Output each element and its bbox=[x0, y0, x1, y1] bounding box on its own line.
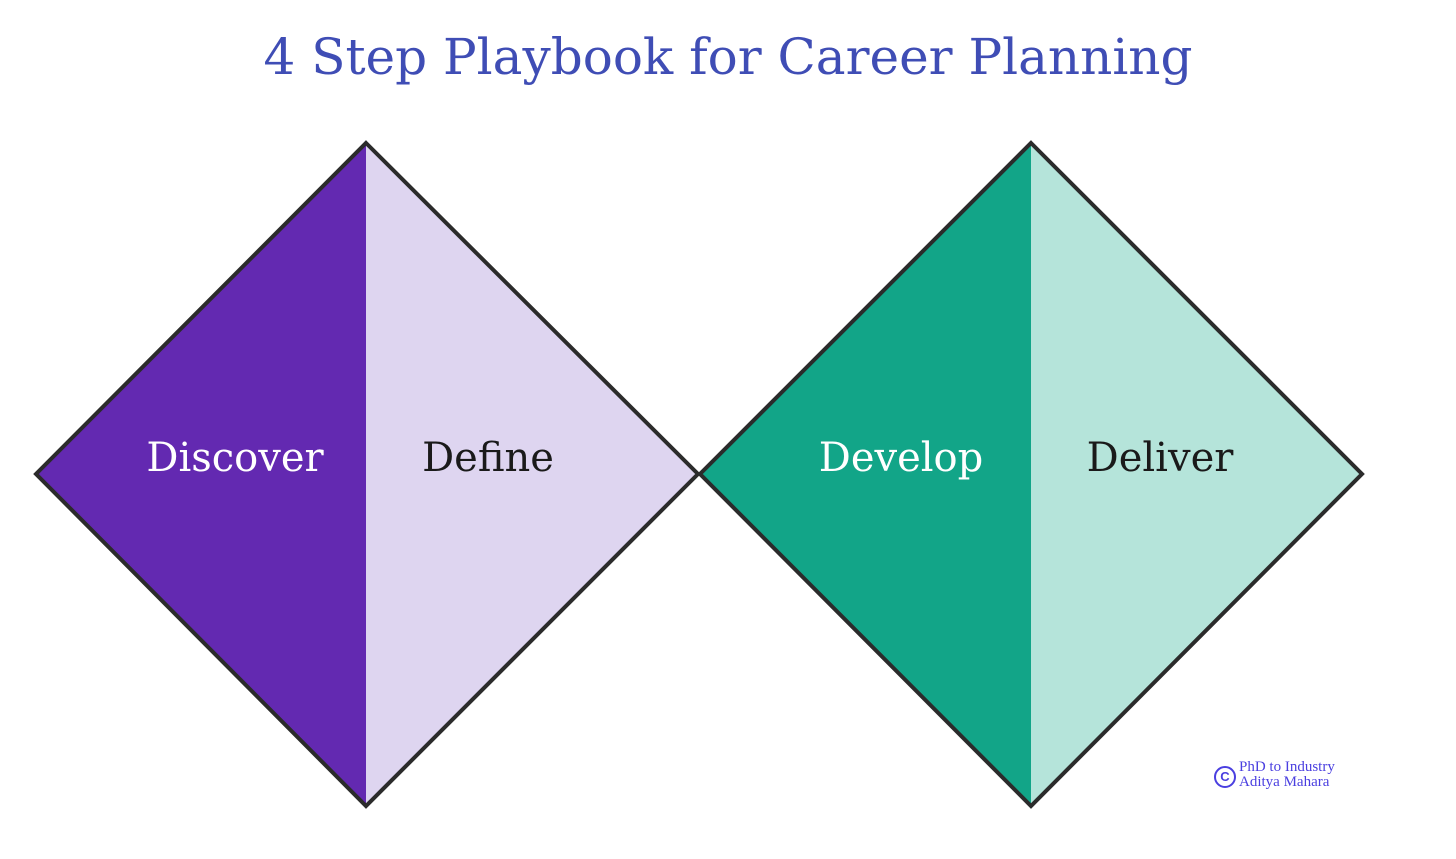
define-half bbox=[366, 143, 698, 806]
credit-watermark: C PhD to Industry Aditya Mahara bbox=[1214, 760, 1335, 790]
discover-label: Discover bbox=[146, 435, 324, 481]
second-diamond-outline bbox=[697, 140, 1365, 809]
first-diamond-outline bbox=[33, 140, 701, 809]
credit-line-2: Aditya Mahara bbox=[1239, 774, 1330, 790]
second-diamond bbox=[697, 140, 1365, 809]
develop-half bbox=[700, 143, 1031, 806]
copyright-icon: C bbox=[1214, 766, 1236, 788]
credit-text: PhD to Industry Aditya Mahara bbox=[1239, 760, 1335, 790]
deliver-half bbox=[1031, 143, 1362, 806]
diagram-title: 4 Step Playbook for Career Planning bbox=[263, 28, 1193, 86]
deliver-label: Deliver bbox=[1086, 435, 1234, 481]
develop-label: Develop bbox=[818, 435, 984, 481]
first-diamond bbox=[33, 140, 701, 809]
discover-half bbox=[36, 143, 366, 806]
define-label: Define bbox=[422, 435, 554, 481]
credit-line-1: PhD to Industry bbox=[1239, 759, 1335, 775]
